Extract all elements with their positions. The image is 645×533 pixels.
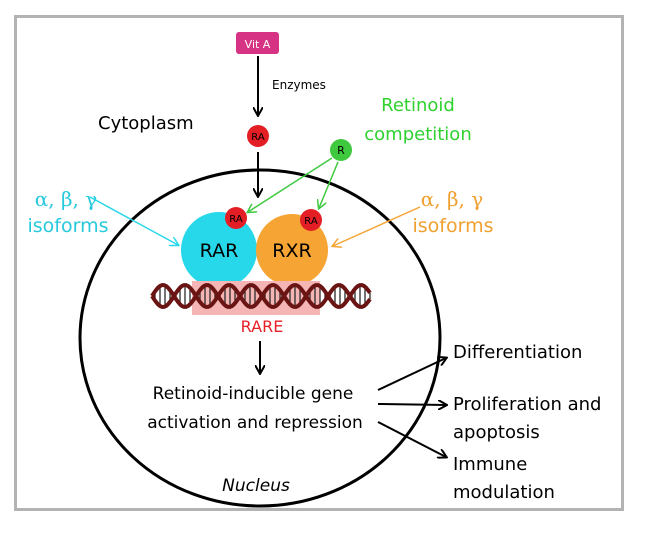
nucleus-membrane: [78, 168, 442, 508]
left-isoforms-arrow: [89, 196, 178, 245]
rar-label: RAR: [200, 240, 239, 262]
dna-strand-2: [150, 283, 372, 309]
vit-a-box: [236, 32, 279, 54]
outcome-differentiation: Differentiation: [453, 342, 582, 363]
rar-receptor: [181, 212, 257, 288]
rxr-receptor: [256, 214, 328, 286]
to-proliferation-arrow: [377, 404, 446, 405]
retinoid-competition-line1: Retinoid: [381, 95, 455, 116]
dna-helix: [150, 283, 372, 309]
right-isoforms-arrow: [333, 206, 421, 246]
right-isoforms-label: isoforms: [412, 215, 493, 237]
retinoid-competition-line2: competition: [364, 124, 471, 145]
outcome-proliferation-line1: Proliferation and: [453, 394, 601, 415]
to-differentiation-arrow: [377, 358, 446, 391]
to-immune-arrow: [377, 421, 446, 457]
ra-top-label: RA: [251, 132, 265, 143]
ra-on-rar-label: RA: [229, 214, 243, 225]
cytoplasm-label: Cytoplasm: [98, 113, 194, 134]
ra-on-rxr-node: [300, 209, 322, 231]
gene-activation-line1: Retinoid-inducible gene: [153, 384, 354, 404]
gene-activation-line2: activation and repression: [147, 413, 363, 433]
r-node: [330, 139, 352, 161]
outcome-immune-line2: modulation: [453, 482, 555, 503]
outcome-immune-line1: Immune: [453, 454, 527, 475]
ra-on-rxr-label: RA: [304, 216, 318, 227]
right-isoforms-greek: α, β, γ: [421, 187, 483, 211]
ra-top-node: [247, 125, 269, 147]
r-to-ra-rxr-arrow: [319, 161, 339, 208]
r-label: R: [337, 144, 345, 157]
r-to-ra-rar-arrow: [248, 157, 333, 212]
rxr-label: RXR: [272, 240, 311, 262]
nucleus-label: Nucleus: [222, 476, 290, 496]
enzymes-label: Enzymes: [272, 78, 326, 92]
ra-on-rar-node: [225, 207, 247, 229]
rare-label: RARE: [241, 317, 284, 336]
vit-a-label: Vit A: [245, 38, 271, 51]
outcome-proliferation-line2: apoptosis: [453, 422, 540, 443]
left-isoforms-greek: α, β, γ: [35, 187, 97, 211]
left-isoforms-label: isoforms: [27, 215, 108, 237]
